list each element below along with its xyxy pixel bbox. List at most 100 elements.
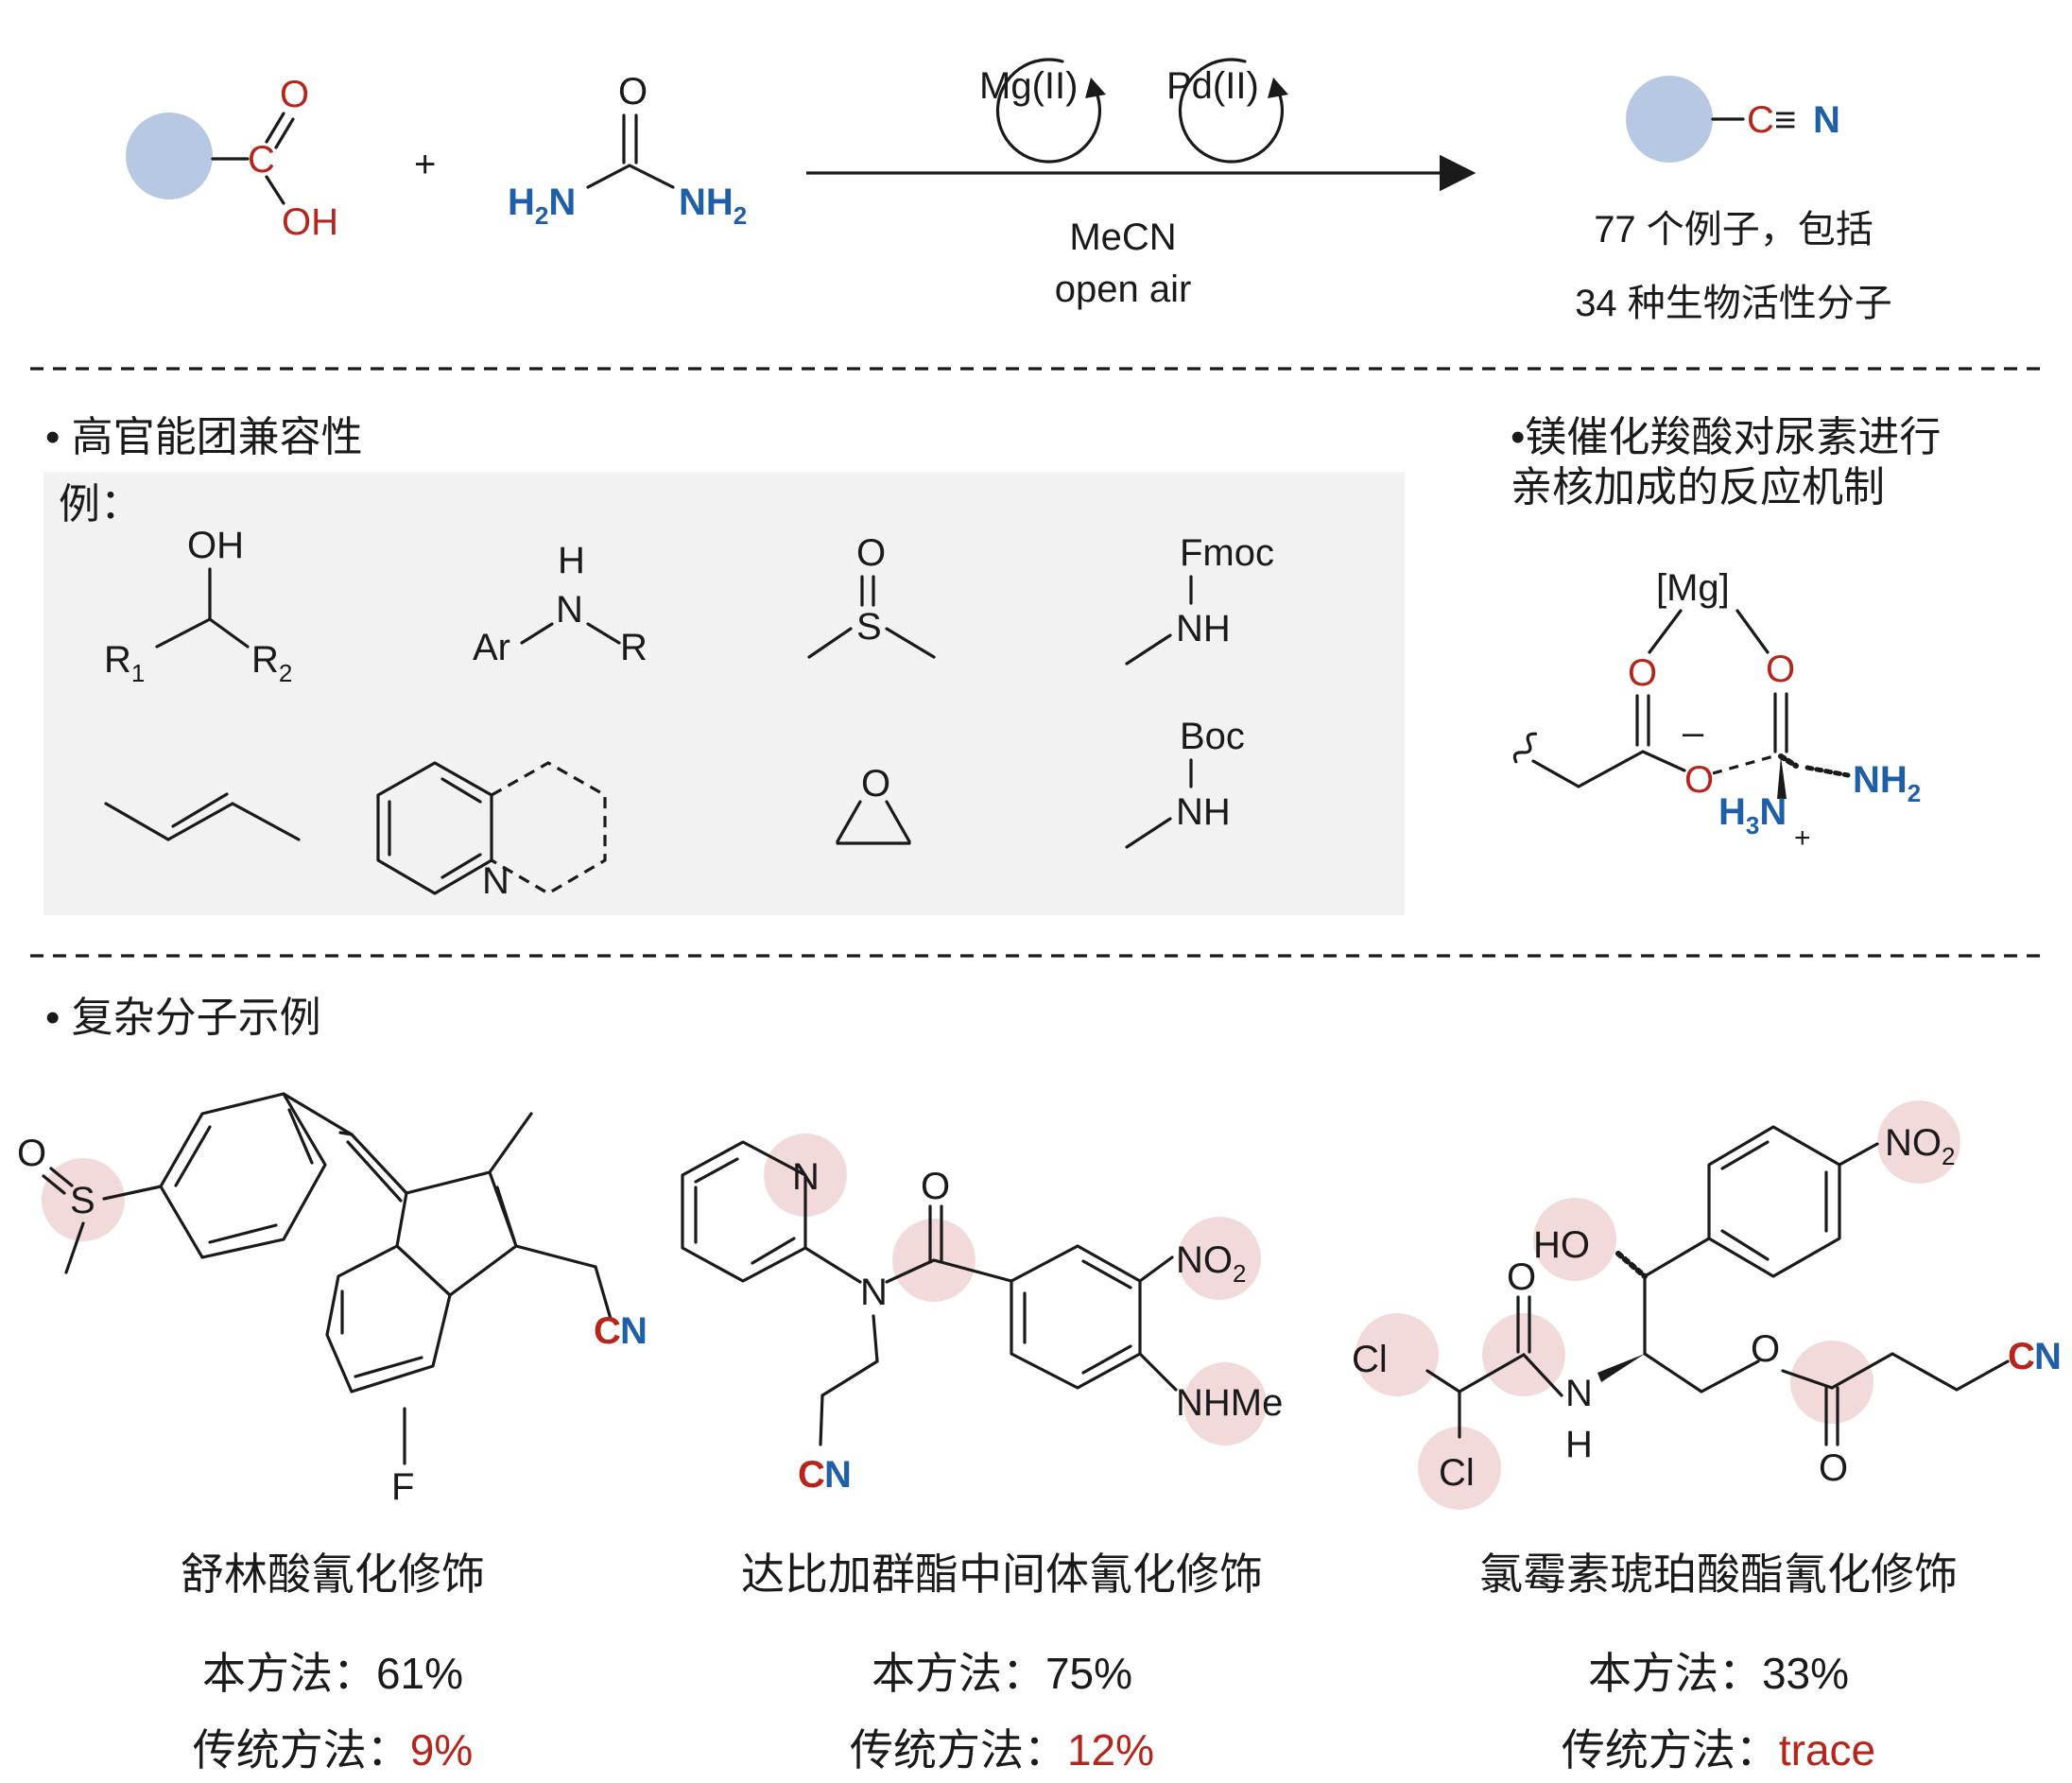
m3-cl-2: Cl <box>1439 1452 1475 1494</box>
m3-o-amide: O <box>1507 1256 1536 1298</box>
fg-panel <box>43 472 1405 915</box>
triple-bond: ≡ <box>1774 99 1796 141</box>
amine-h: H <box>558 540 585 581</box>
pd-catalytic-cycle: Pd(II) <box>1166 58 1288 164</box>
m1-s: S <box>70 1180 95 1221</box>
alcohol-oh: OH <box>187 525 244 566</box>
alcohol-r2: R2 <box>251 639 292 687</box>
solvent-label: MeCN <box>1069 216 1176 258</box>
epoxide-o: O <box>861 763 890 805</box>
m3-cn-c: C <box>2008 1336 2035 1377</box>
boc-label: Boc <box>1180 716 1245 757</box>
m2-cn-c: C <box>798 1454 825 1496</box>
m3-ho: HO <box>1533 1224 1590 1266</box>
mech-nh2: NH2 <box>1853 759 1921 807</box>
acid-carbonyl-o: O <box>280 74 309 115</box>
caption-m2: 达比加群酯中间体氰化修饰 本方法：75% 传统方法：12% <box>741 1549 1263 1774</box>
molecule-chloramphenicol: NO2 HO O O C N N H <box>1352 1100 2062 1510</box>
m1-this-method: 本方法：61% <box>202 1649 463 1698</box>
complex-section: • 复杂分子示例 O S <box>17 995 2062 1774</box>
urea-h2n-left: H2N <box>508 182 576 230</box>
fg-boc: Boc NH <box>1125 716 1245 849</box>
amine-r: R <box>620 627 648 668</box>
fmoc-nh: NH <box>1176 608 1231 649</box>
m3-cn-n: N <box>2034 1336 2062 1377</box>
m3-no2: NO2 <box>1885 1122 1955 1170</box>
m1-trad-method: 传统方法：9% <box>193 1725 473 1774</box>
fg-sulfoxide: O S <box>807 532 936 659</box>
acid-hydroxyl: OH <box>282 201 338 243</box>
amine-ar: Ar <box>473 627 510 668</box>
product-carbon: C <box>1747 99 1774 141</box>
mech-heading-1: •镁催化羧酸对尿素进行 <box>1511 414 1941 460</box>
m3-this-method: 本方法：33% <box>1588 1649 1849 1698</box>
m3-trad-method: 传统方法：trace <box>1562 1725 1875 1774</box>
condition-label: open air <box>1055 268 1192 310</box>
m2-this-method: 本方法：75% <box>872 1649 1132 1698</box>
fg-example-label: 例： <box>59 481 142 528</box>
fmoc-label: Fmoc <box>1180 532 1274 574</box>
acid-carbon: C <box>248 139 275 181</box>
mech-o-nucleophile: O <box>1684 759 1714 801</box>
fg-heading: • 高官能团兼容性 <box>45 414 363 460</box>
fg-amine: H N Ar R <box>473 540 648 668</box>
m2-n-pyridine: N <box>792 1156 820 1198</box>
urea-oxygen: O <box>618 71 648 113</box>
fg-alkene <box>104 792 301 841</box>
carboxylic-acid: O C OH <box>126 74 338 243</box>
mech-o-carbonyl: O <box>1628 652 1657 694</box>
m3-h: H <box>1565 1424 1593 1465</box>
fg-epoxide: O <box>836 763 911 845</box>
boc-nh: NH <box>1176 791 1231 833</box>
mech-heading-2: 亲核加成的反应机制 <box>1511 464 1885 511</box>
mech-o-urea: O <box>1766 649 1795 690</box>
m1-o: O <box>17 1133 46 1174</box>
fg-quinoline: N <box>376 761 607 902</box>
nitrile-product: C ≡ N <box>1626 76 1840 163</box>
m3-cl-1: Cl <box>1352 1339 1388 1380</box>
molecule-dabigatran: N N O NO2 NHMe C N <box>681 1134 1283 1496</box>
product-nitrogen: N <box>1813 99 1840 141</box>
m1-cn-c: C <box>594 1310 621 1352</box>
fg-fmoc: Fmoc NH <box>1125 532 1274 666</box>
mech-minus: – <box>1683 712 1704 753</box>
mech-h3n: H3N <box>1718 791 1787 840</box>
mech-plus: + <box>1794 822 1811 854</box>
m1-cn-n: N <box>620 1310 648 1352</box>
m3-name: 氯霉素琥珀酸酯氰化修饰 <box>1479 1549 1958 1599</box>
caption-m3: 氯霉素琥珀酸酯氰化修饰 本方法：33% 传统方法：trace <box>1479 1549 1958 1774</box>
scope-line-2: 34 种生物活性分子 <box>1575 283 1892 324</box>
urea-nh2-right: NH2 <box>679 182 747 230</box>
m2-o: O <box>921 1166 950 1207</box>
molecule-sulindac: O S F C N <box>17 1092 648 1508</box>
substrate-circle-icon <box>126 113 213 199</box>
complex-heading: • 复杂分子示例 <box>45 995 321 1041</box>
sulfoxide-o: O <box>856 532 886 574</box>
scope-line-1: 77 个例子，包括 <box>1594 209 1873 251</box>
sulfoxide-s: S <box>856 606 882 648</box>
amine-n: N <box>556 589 583 631</box>
mech-mg: [Mg] <box>1656 567 1730 609</box>
product-circle-icon <box>1626 76 1713 163</box>
m2-n-amide: N <box>860 1272 888 1313</box>
m2-cn-n: N <box>824 1454 852 1496</box>
m3-o-ester: O <box>1751 1328 1780 1370</box>
m2-name: 达比加群酯中间体氰化修饰 <box>741 1549 1263 1599</box>
reaction-scheme: O C OH + O H2N NH2 Mg(II) Pd(II) MeCN <box>126 58 1892 324</box>
m1-name: 舒林酸氰化修饰 <box>181 1549 485 1599</box>
urea: O H2N NH2 <box>508 71 747 230</box>
quinoline-n: N <box>482 860 509 902</box>
plus-sign: + <box>414 144 436 185</box>
alcohol-r1: R1 <box>104 639 145 687</box>
caption-m1: 舒林酸氰化修饰 本方法：61% 传统方法：9% <box>181 1549 485 1774</box>
m2-nhme: NHMe <box>1176 1382 1283 1424</box>
m2-no2: NO2 <box>1176 1239 1246 1288</box>
m1-f: F <box>391 1466 414 1508</box>
mg-catalytic-cycle: Mg(II) <box>979 58 1106 164</box>
m2-trad-method: 传统方法：12% <box>850 1725 1154 1774</box>
fg-compatibility-section: • 高官能团兼容性 例： OH R1 R2 H N Ar R O S <box>43 414 1405 915</box>
pd-catalyst-label: Pd(II) <box>1166 65 1259 107</box>
mechanism-section: •镁催化羧酸对尿素进行 亲核加成的反应机制 [Mg] O O O – NH2 H… <box>1511 414 1941 854</box>
m3-n: N <box>1565 1373 1593 1414</box>
